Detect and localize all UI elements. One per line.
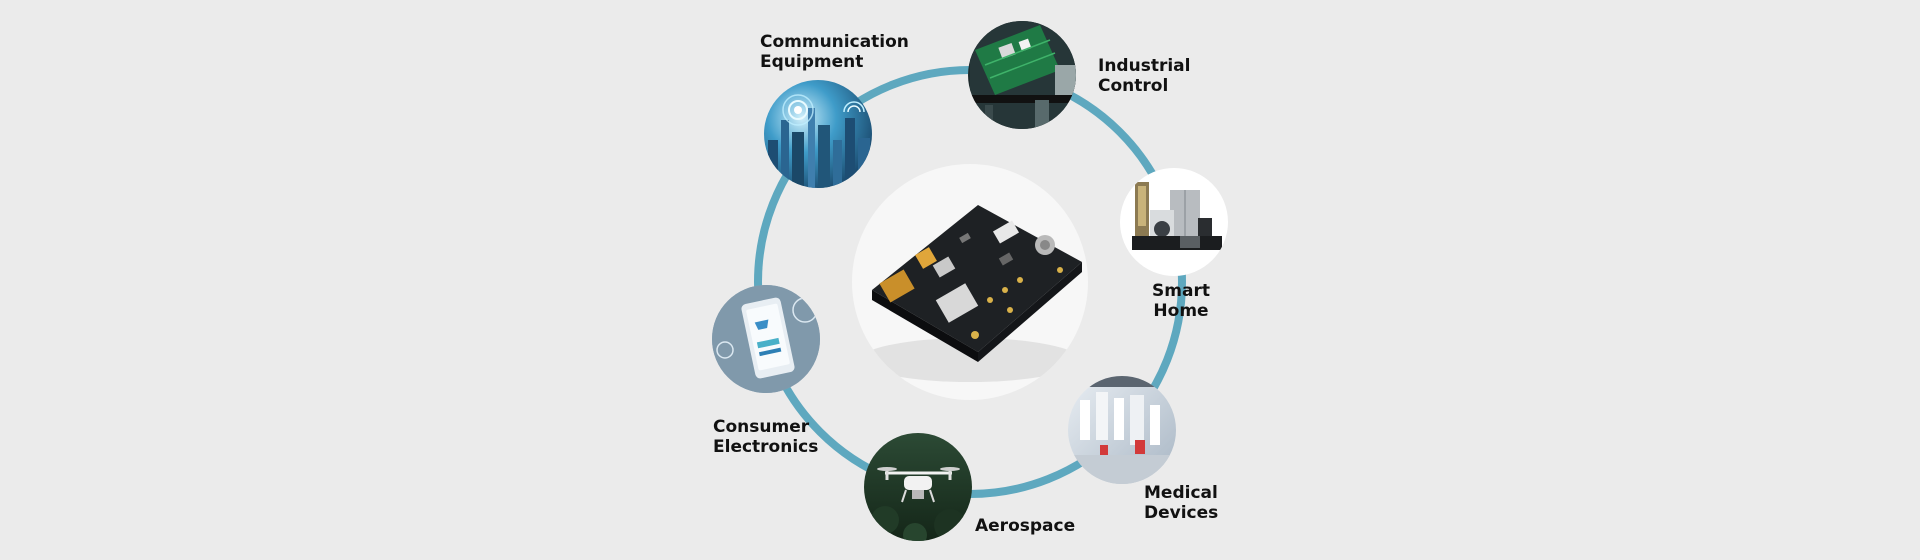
circuit-board-icon [860,205,1082,382]
label-consumer-electronics: Consumer Electronics [713,417,819,457]
center-node [852,164,1088,400]
node-communication-equipment [764,80,872,188]
label-communication-equipment: Communication Equipment [760,32,909,72]
label-aerospace: Aerospace [975,516,1076,536]
node-medical-devices [1068,376,1176,484]
node-consumer-electronics [712,285,820,393]
node-smart-home [1120,168,1228,276]
label-smart-home: Smart Home [1152,281,1210,321]
node-aerospace [864,433,972,541]
drone-icon [871,467,966,541]
home-appliances-icon [1132,182,1222,250]
smartphone-icon [712,285,820,393]
green-circuit-board-icon [970,21,1076,129]
label-medical-devices: Medical Devices [1144,483,1219,523]
node-industrial-control [968,21,1076,129]
label-industrial-control: Industrial Control [1098,56,1191,96]
